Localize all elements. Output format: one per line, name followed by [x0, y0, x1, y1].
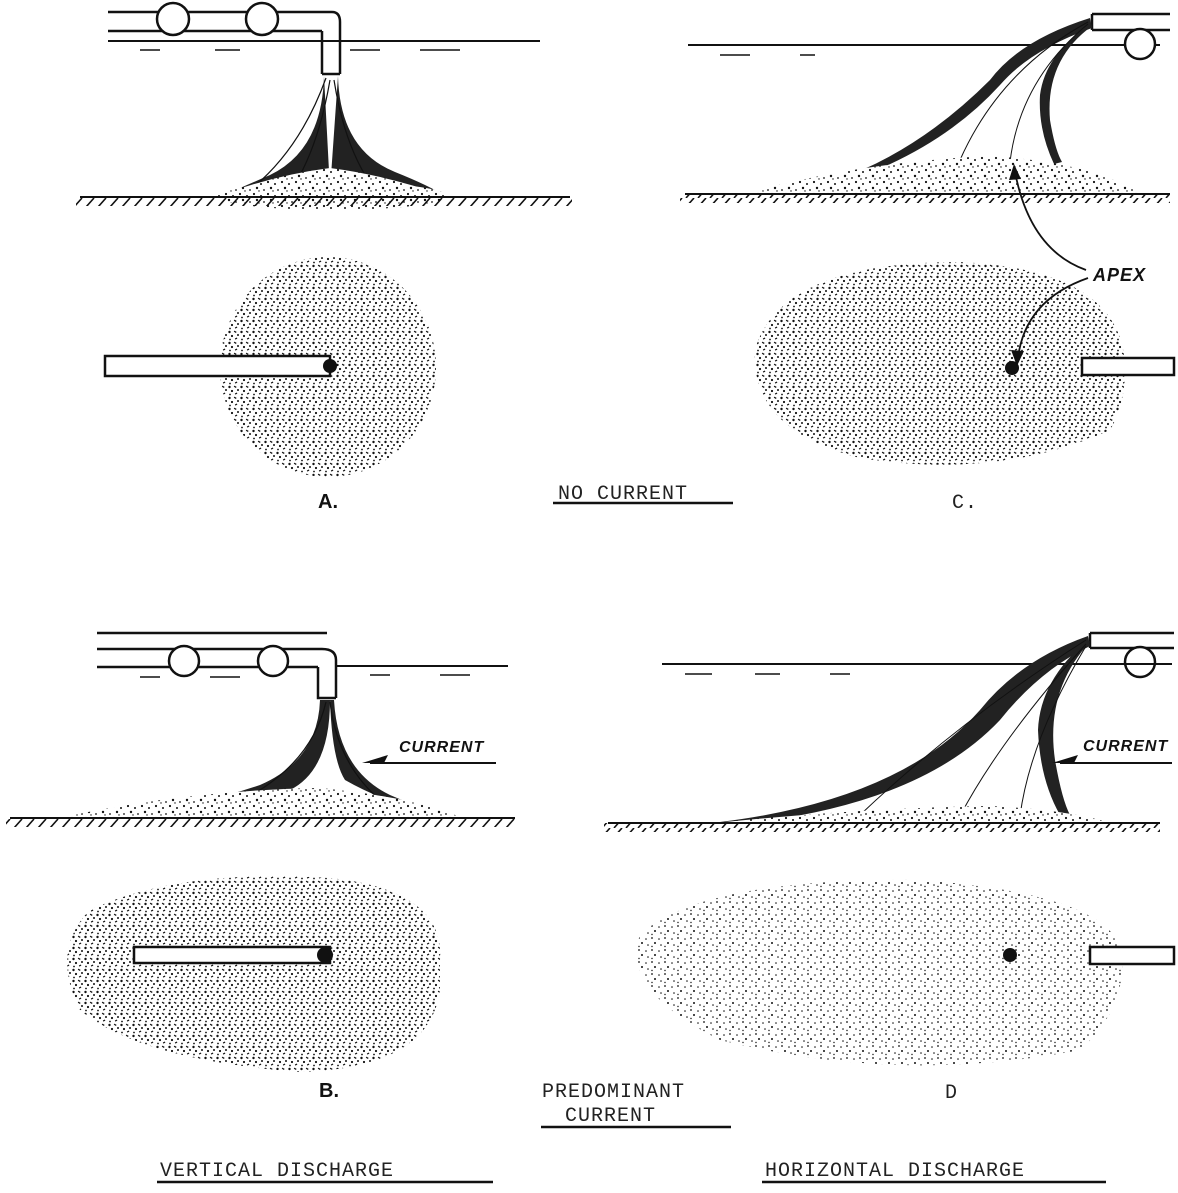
panel-c-plan: C. [755, 262, 1174, 515]
sediment-mound [58, 788, 462, 818]
deposit-footprint [637, 880, 1123, 1065]
horizontal-discharge-caption: HORIZONTAL DISCHARGE [765, 1160, 1025, 1183]
panel-b-label: B. [319, 1080, 339, 1102]
pontoon-float [157, 3, 189, 35]
panel-c-profile [680, 14, 1170, 203]
sediment-mound [748, 156, 1140, 193]
pontoon-float [258, 646, 288, 676]
panel-a-plan: A. [105, 257, 436, 513]
pontoon-float [246, 3, 278, 35]
plan-pipe [134, 947, 330, 963]
deposit-footprint [755, 262, 1125, 465]
seabed-hatch-strip [76, 197, 572, 206]
pontoon-float [1125, 29, 1155, 59]
seabed-hatch-strip [680, 194, 1170, 203]
panel-d-label: D [945, 1082, 958, 1105]
panel-a-profile [74, 3, 572, 210]
discharge-point [323, 359, 337, 373]
deposit-footprint [67, 876, 440, 1072]
predominant-title-line1: PREDOMINANT [542, 1081, 685, 1104]
current-label: CURRENT [1083, 738, 1168, 755]
plan-pipe [1090, 947, 1174, 964]
pipe-elbow [318, 649, 336, 698]
panel-d-profile: CURRENT [604, 633, 1174, 832]
panel-a-label: A. [318, 491, 338, 513]
plan-pipe [1082, 358, 1174, 375]
panel-d-plan: D [637, 880, 1174, 1105]
panel-b-profile: CURRENT [6, 633, 516, 827]
seabed-hatch-strip [604, 823, 1160, 832]
plan-pipe [105, 356, 330, 376]
apex-label: APEX [1092, 265, 1146, 285]
seabed-hatch-strip [6, 818, 516, 827]
discharge-plume [862, 18, 1092, 172]
discharge-point [317, 947, 333, 963]
pontoon-float [169, 646, 199, 676]
current-arrow-head [1052, 755, 1078, 763]
current-label: CURRENT [399, 739, 484, 756]
predominant-title-line2: CURRENT [565, 1105, 656, 1128]
panel-b-plan: B. [67, 876, 440, 1102]
vertical-discharge-caption: VERTICAL DISCHARGE [160, 1160, 394, 1183]
panel-c-label: C. [952, 492, 978, 515]
pipe-elbow [322, 12, 340, 74]
pontoon-float [1125, 647, 1155, 677]
current-arrow-head [362, 755, 388, 763]
discharge-point [1003, 948, 1017, 962]
